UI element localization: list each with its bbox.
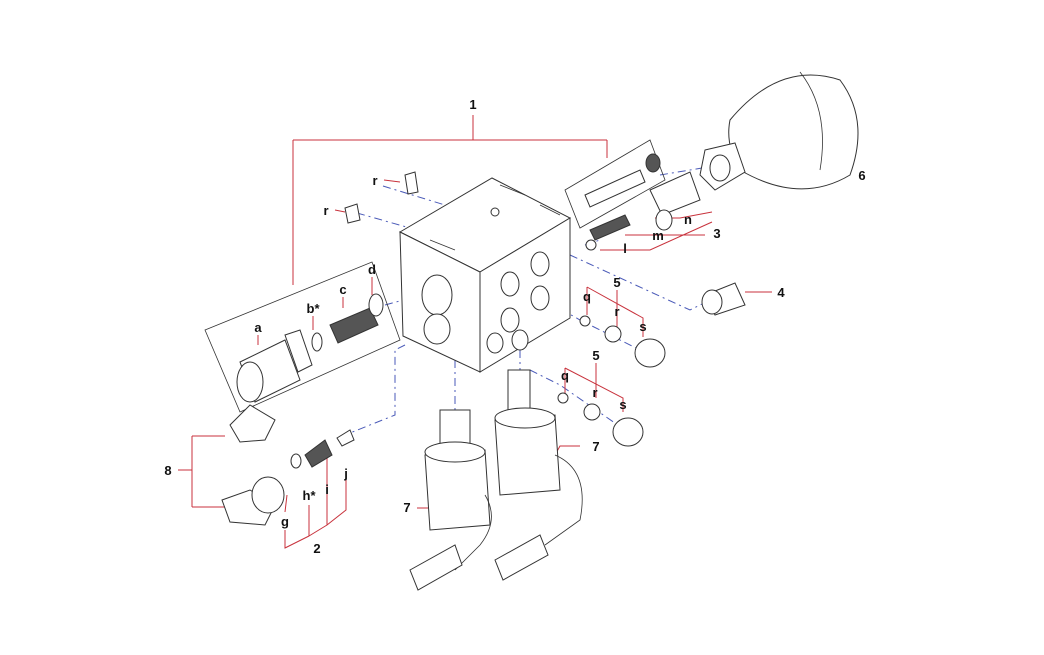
callout-7: 7 (403, 500, 410, 515)
callout-q: q (561, 368, 569, 383)
accumulator-parts (584, 71, 859, 316)
callout-7: 7 (592, 439, 599, 454)
callout-5: 5 (592, 348, 599, 363)
solenoid-parts (409, 369, 583, 591)
callout-labels: 1 r r a b* c d 6 n m 3 l 4 5 q r s 5 q r… (164, 97, 865, 556)
callout-6: 6 (858, 168, 865, 183)
callout-3: 3 (713, 226, 720, 241)
callout-j: j (343, 466, 348, 481)
callout-g: g (281, 514, 289, 529)
callout-b: b* (307, 301, 321, 316)
callout-q: q (583, 289, 591, 304)
detail-boxes (204, 139, 666, 413)
callout-s: s (639, 319, 646, 334)
callout-r: r (372, 173, 377, 188)
callout-a: a (254, 320, 262, 335)
callout-l: l (623, 241, 627, 256)
callout-1: 1 (469, 97, 476, 112)
cap-and-check-parts (221, 404, 355, 526)
callout-r: r (614, 304, 619, 319)
valve-block (398, 177, 572, 373)
callout-s: s (619, 397, 626, 412)
callout-m: m (652, 228, 664, 243)
callout-r: r (592, 385, 597, 400)
callout-r: r (323, 203, 328, 218)
callout-d: d (368, 262, 376, 277)
callout-2: 2 (313, 541, 320, 556)
callout-h: h* (303, 488, 317, 503)
callout-4: 4 (777, 285, 785, 300)
callout-5: 5 (613, 275, 620, 290)
callout-i: i (325, 482, 329, 497)
callout-c: c (339, 282, 346, 297)
relief-valve-parts (236, 171, 419, 403)
plug-parts (557, 315, 666, 447)
callout-n: n (684, 212, 692, 227)
callout-8: 8 (164, 463, 171, 478)
